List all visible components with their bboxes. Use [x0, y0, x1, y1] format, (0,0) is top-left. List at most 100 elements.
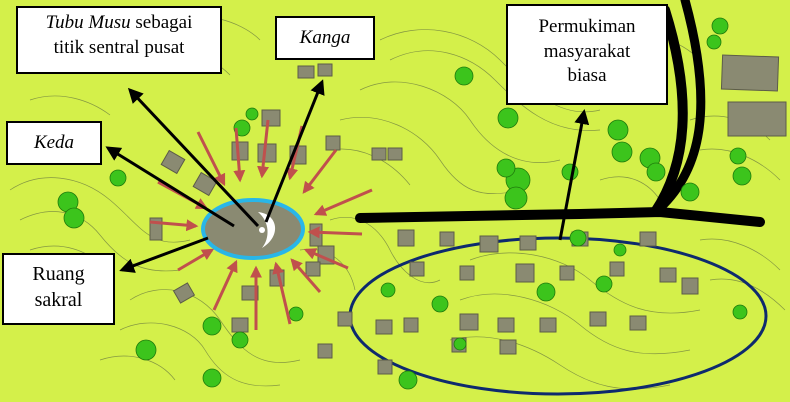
label-tubu-musu-term: Tubu Musu [45, 12, 131, 33]
pointer-arrow-permukiman [558, 109, 590, 241]
tree [611, 141, 633, 163]
inward-arrow [257, 119, 270, 179]
house [539, 317, 557, 333]
house [727, 101, 787, 137]
house [659, 267, 677, 283]
house [192, 171, 218, 197]
tree [288, 306, 304, 322]
tree [233, 119, 251, 137]
pointer-arrows [105, 79, 590, 273]
tree [569, 229, 587, 247]
house [681, 277, 699, 295]
inward-arrow [313, 188, 373, 216]
house [439, 231, 455, 247]
house [609, 261, 625, 277]
tree [595, 275, 613, 293]
house [409, 261, 425, 277]
tree [711, 17, 729, 35]
tree [497, 107, 519, 129]
tubu-musu-center [259, 227, 265, 233]
tree [202, 316, 222, 336]
house [172, 282, 196, 304]
sacral-ring [201, 198, 305, 260]
house [261, 109, 281, 127]
house [589, 311, 607, 327]
house [231, 317, 249, 333]
house [317, 63, 333, 77]
tree [454, 66, 474, 86]
house [337, 311, 353, 327]
inward-arrow [196, 131, 226, 187]
label-perm-line3: biasa [567, 65, 607, 87]
house [459, 265, 475, 281]
pointer-arrow-kanga [264, 79, 325, 223]
inward-arrow [149, 219, 199, 232]
tree [453, 337, 467, 351]
road-horizontal [355, 206, 765, 227]
house [325, 135, 341, 151]
tree [431, 295, 449, 313]
sacral-center [201, 198, 305, 260]
tree [202, 368, 222, 388]
inward-arrow [302, 149, 338, 194]
house [559, 265, 575, 281]
house [160, 149, 186, 175]
tree [231, 331, 249, 349]
tree [646, 162, 666, 182]
label-tubu-musu-line1: Tubu Musu sebagai [18, 11, 220, 36]
inward-arrow [272, 261, 292, 325]
house [479, 235, 499, 253]
tree [706, 34, 722, 50]
house [720, 54, 780, 92]
house [397, 229, 415, 247]
house [371, 147, 387, 161]
label-ruang-sakral: Ruang sakral [2, 253, 115, 325]
house [305, 261, 321, 277]
label-keda: Keda [6, 121, 102, 165]
pointer-arrow-tubu-musu [127, 87, 260, 228]
label-perm-line2: masyarakat [543, 40, 631, 62]
house [387, 147, 403, 161]
tree [380, 282, 396, 298]
label-ruang-line1: Ruang [32, 263, 85, 285]
house [515, 263, 535, 283]
house [241, 285, 259, 301]
road-curve [650, 5, 688, 217]
house [309, 223, 323, 247]
inward-arrow [307, 226, 363, 239]
tree [398, 370, 418, 390]
label-tubu-musu: Tubu Musu sebagai titik sentral pusat [16, 6, 222, 74]
house [375, 319, 393, 335]
pointer-arrow-keda [105, 146, 235, 228]
house [317, 343, 333, 359]
houses [149, 54, 787, 375]
tree [135, 339, 157, 361]
house [629, 315, 647, 331]
house [499, 339, 517, 355]
inward-arrow [212, 259, 238, 311]
house [231, 141, 249, 161]
house [297, 65, 315, 79]
inward-arrow [303, 248, 349, 270]
tree [607, 119, 629, 141]
label-tubu-musu-rest: sebagai [130, 12, 193, 33]
pointer-arrow-ruang-sakral [119, 236, 209, 273]
inward-arrows [149, 119, 373, 330]
tree [561, 163, 579, 181]
roads [355, 0, 765, 227]
label-ruang-line2: sakral [34, 289, 83, 311]
house [519, 235, 537, 251]
label-permukiman: Permukiman masyarakat biasa [506, 4, 668, 105]
inward-arrow [177, 248, 215, 272]
house [497, 317, 515, 333]
label-tubu-musu-line2: titik sentral pusat [53, 36, 185, 58]
tree [109, 169, 127, 187]
tree [729, 147, 747, 165]
house [459, 313, 479, 331]
inward-arrow [290, 258, 322, 293]
house [403, 317, 419, 333]
house [377, 359, 393, 375]
label-perm-line1: Permukiman [538, 16, 636, 37]
tree [613, 243, 627, 257]
